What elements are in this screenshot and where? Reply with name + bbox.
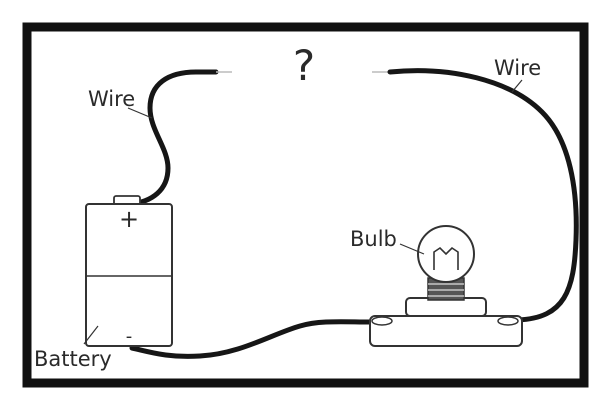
wire-bottom xyxy=(129,319,373,359)
bulb-label: Bulb xyxy=(350,227,397,251)
holder-left-clip xyxy=(371,316,393,326)
wire-right-label: Wire xyxy=(494,56,541,80)
wire-left-label: Wire xyxy=(88,87,135,111)
wire-right xyxy=(387,68,579,323)
battery-body xyxy=(85,203,173,347)
battery: + - xyxy=(85,195,173,347)
wire-right-leader xyxy=(511,79,523,93)
battery-negative-mark: - xyxy=(126,326,133,347)
wire-left-leader xyxy=(127,107,153,119)
holder-right-clip xyxy=(497,316,519,326)
bulb-leader xyxy=(399,243,425,255)
battery-label: Battery xyxy=(34,347,112,371)
battery-positive-mark: + xyxy=(119,205,139,233)
missing-connection-question-mark: ? xyxy=(293,41,315,90)
bulb-filament xyxy=(433,246,459,270)
battery-leader xyxy=(83,325,99,345)
bulb-holder xyxy=(369,297,523,347)
bulb xyxy=(417,225,475,301)
wire-left xyxy=(127,69,219,207)
